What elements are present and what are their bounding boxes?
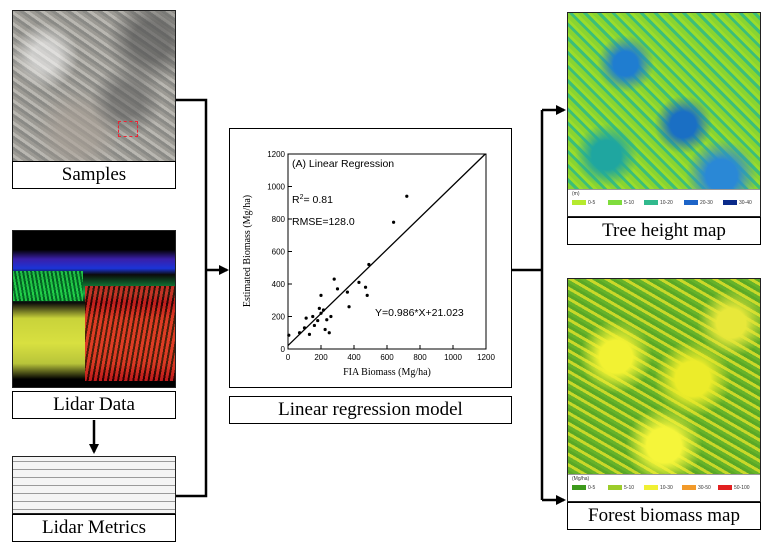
tree-height-legend-item: 20-30 [684, 200, 713, 206]
tree-height-legend-unit: (m) [572, 191, 580, 197]
y-tick-label: 800 [272, 215, 286, 224]
legend-swatch [723, 200, 737, 206]
data-point [311, 314, 315, 319]
biomass-legend-item: 5-10 [608, 485, 634, 491]
data-point [345, 290, 349, 294]
x-tick-label: 1000 [444, 353, 462, 362]
tree-height-legend-item: 5-10 [608, 200, 634, 206]
x-tick-label: 800 [413, 353, 427, 362]
legend-swatch [608, 200, 622, 206]
plot-title: (A) Linear Regression [292, 158, 394, 170]
y-tick-label: 0 [281, 345, 286, 354]
biomass-legend: (Mg/ha) 0-5 5-10 10-30 30-50 50-100 [568, 474, 760, 501]
tree-height-legend: (m) 0-5 5-10 10-20 20-30 30-40 [568, 189, 760, 216]
y-tick-label: 1000 [267, 183, 285, 192]
x-tick-label: 1200 [477, 353, 495, 362]
biomass-legend-item: 0-5 [572, 485, 595, 491]
r-squared-label: R2= 0.81 [292, 194, 333, 206]
x-tick-label: 0 [286, 353, 291, 362]
y-tick-label: 1200 [267, 150, 285, 159]
data-point [327, 331, 331, 335]
data-point [316, 318, 320, 323]
forest-biomass-map-image: (Mg/ha) 0-5 5-10 10-30 30-50 50-100 [567, 278, 761, 502]
legend-swatch [644, 485, 658, 491]
samples-connector [176, 98, 208, 270]
data-point [363, 285, 368, 289]
lidar-metrics-label: Lidar Metrics [12, 514, 176, 542]
r-squared-value: = 0.81 [304, 194, 334, 206]
data-point [325, 318, 329, 322]
lidar-data-image [12, 230, 176, 388]
samples-image [12, 10, 176, 162]
regression-equation: Y=0.986*X+21.023 [375, 307, 464, 319]
sample-markers [118, 121, 138, 137]
biomass-legend-item: 10-30 [644, 485, 673, 491]
lidar-data-label: Lidar Data [12, 391, 176, 419]
samples-label: Samples [12, 161, 176, 189]
y-tick-label: 400 [272, 280, 286, 289]
data-point [332, 277, 336, 281]
x-tick-label: 200 [314, 353, 328, 362]
biomass-legend-item: 50-100 [718, 485, 750, 491]
data-point [347, 305, 351, 309]
data-point [392, 220, 396, 224]
data-point [365, 293, 369, 297]
legend-swatch [682, 485, 696, 491]
data-point [304, 316, 308, 320]
legend-swatch [684, 200, 698, 206]
model-label: Linear regression model [229, 396, 512, 424]
lidar-green-returns [13, 271, 83, 301]
data-point [335, 287, 340, 291]
legend-swatch [644, 200, 658, 206]
tree-height-legend-item: 0-5 [572, 200, 595, 206]
lidar-red-returns [85, 286, 175, 381]
data-point [357, 280, 361, 284]
data-point [405, 194, 409, 198]
rmse-label: RMSE=128.0 [292, 216, 355, 228]
r-squared-prefix: R [292, 194, 300, 206]
y-axis-label: Estimated Biomass (Mg/ha) [242, 195, 253, 307]
tree-height-legend-item: 10-20 [644, 200, 673, 206]
legend-swatch [608, 485, 622, 491]
legend-swatch [572, 200, 586, 206]
plot-area [287, 153, 487, 350]
tree-height-map-label: Tree height map [567, 217, 761, 245]
data-point [287, 333, 291, 337]
x-tick-label: 600 [380, 353, 394, 362]
y-tick-label: 200 [272, 313, 286, 322]
x-tick-label: 400 [347, 353, 361, 362]
metrics-connector [176, 270, 208, 498]
data-point [317, 306, 321, 310]
data-point [312, 323, 316, 328]
data-point [323, 327, 327, 332]
data-point [319, 293, 323, 297]
regression-plot-panel: 0 200 400 600 800 1000 1200 0 200 400 600 800 1000 12… [229, 128, 512, 388]
forest-biomass-map-label: Forest biomass map [567, 502, 761, 530]
tree-height-map-image: (m) 0-5 5-10 10-20 20-30 30-40 [567, 12, 761, 217]
y-tick-label: 600 [272, 248, 286, 257]
data-point [367, 262, 371, 267]
x-axis-label: FIA Biomass (Mg/ha) [343, 367, 431, 378]
legend-swatch [572, 485, 586, 491]
biomass-legend-unit: (Mg/ha) [572, 476, 590, 482]
data-point [329, 314, 333, 319]
r-squared-superscript: 2 [300, 194, 304, 201]
data-point [307, 332, 312, 336]
tree-height-legend-item: 30-40 [723, 200, 752, 206]
biomass-legend-item: 30-50 [682, 485, 711, 491]
legend-swatch [718, 485, 732, 491]
regression-line [287, 153, 486, 347]
regression-scatter-plot: 0 200 400 600 800 1000 1200 0 200 400 600 800 1000 12… [242, 150, 495, 378]
lidar-metrics-table-image [12, 456, 176, 514]
